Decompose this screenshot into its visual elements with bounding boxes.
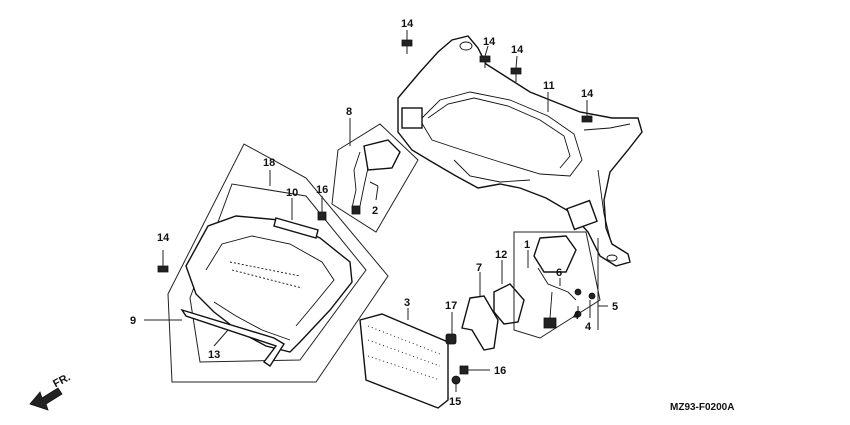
part-7-bracket [461, 295, 499, 351]
callout-6: 6 [556, 267, 562, 279]
front-direction-arrow [29, 387, 63, 411]
callout-14-top: 14 [401, 18, 414, 30]
callout-14-mid: 14 [483, 36, 496, 48]
part-12-gasket [493, 283, 525, 325]
screw-16-bottom [459, 365, 490, 375]
part-13-rail [180, 308, 285, 367]
leader-lines [144, 30, 608, 392]
callout-18: 18 [263, 157, 275, 169]
callout-12: 12 [495, 249, 507, 261]
callout-13: 13 [208, 349, 220, 361]
part-3-pad [359, 313, 449, 409]
part-10-strip [273, 217, 319, 239]
callout-16-bottom: 16 [494, 365, 506, 377]
callout-14-left: 14 [157, 232, 170, 244]
callout-3: 3 [404, 297, 410, 309]
part-11-upper-panel [397, 35, 643, 267]
callout-9: 9 [130, 315, 136, 327]
callout-17: 17 [445, 300, 457, 312]
callout-2: 2 [372, 205, 378, 217]
callout-labels: 14 14 14 11 14 8 2 18 10 16 14 1 12 7 6 … [51, 18, 734, 413]
screw-14-panel [581, 110, 593, 123]
callout-7: 7 [476, 262, 482, 274]
screw-14-top [401, 39, 413, 54]
callout-8: 8 [346, 106, 352, 118]
callout-11: 11 [543, 80, 555, 92]
nut-15 [451, 375, 461, 385]
part-18-lower-panel [167, 143, 389, 383]
screw-14-left [157, 250, 169, 273]
callout-16-left: 16 [316, 184, 328, 196]
screw-14-right [510, 67, 522, 82]
diagram-code: MZ93-F0200A [670, 402, 734, 413]
callout-15: 15 [449, 396, 461, 408]
part-17-grommet [445, 333, 457, 345]
screw-16-left [317, 198, 327, 221]
callout-4-b: 4 [585, 321, 592, 333]
callout-10: 10 [286, 187, 298, 199]
part-1-box [513, 231, 601, 339]
callout-1: 1 [524, 239, 530, 251]
callout-14-panel: 14 [581, 88, 594, 100]
part-8-bracket-box [331, 123, 419, 233]
screw-14-mid [479, 55, 491, 68]
callout-14-right: 14 [511, 44, 524, 56]
callout-4-a: 4 [573, 310, 580, 322]
direction-label: FR. [51, 371, 72, 390]
callout-5: 5 [612, 301, 618, 313]
